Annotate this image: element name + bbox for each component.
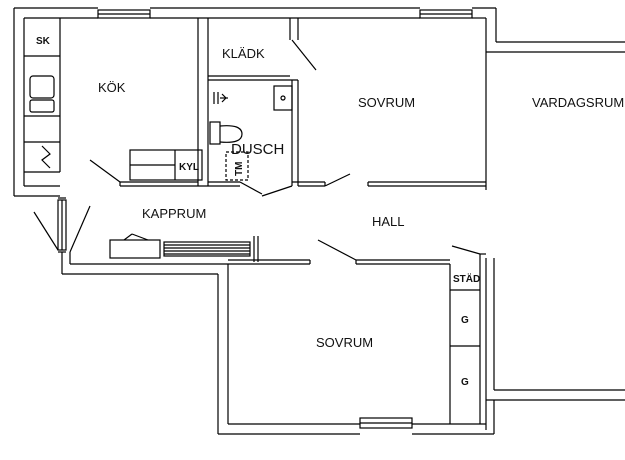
sink-icon [29,75,55,113]
wall-sovrum-upper [292,181,486,187]
window-left [57,197,67,253]
room-label-kok: KÖK [98,80,126,95]
radiator-icon [163,236,259,262]
outer-wall-left-lower [61,252,310,434]
outer-wall-bottom [218,400,495,435]
closet-column [449,264,481,424]
fixture-label-sk: SK [36,36,51,47]
room-label-sovrum-lower: SOVRUM [316,335,373,350]
washbasin-icon [273,85,293,111]
fixture-label-tm: TM [234,162,245,176]
room-label-kladk: KLÄDK [222,46,265,61]
outer-wall-right-upper [485,8,625,190]
room-label-sovrum-upper: SOVRUM [358,95,415,110]
wall-kitchen-right [119,18,209,187]
fixture-label-g1: G [461,315,469,326]
window-top-left [97,9,151,19]
fridge-icon [129,149,203,181]
outer-wall-top [14,7,496,19]
fixture-label-kyl: KYL [179,162,199,173]
room-label-kapprum: KAPPRUM [142,206,206,221]
fixture-label-g2: G [461,377,469,388]
fixture-label-stad: STÄD [453,272,480,285]
toilet-icon [209,121,243,145]
window-bottom [359,417,413,429]
door-swings [33,39,481,261]
room-label-dusch: DUSCH [231,141,284,158]
outer-wall-right-lower [485,258,625,430]
wall-hall-lower [228,253,486,265]
washing-machine-icon [225,151,249,181]
room-label-hall: HALL [372,214,405,229]
outer-wall-left [13,8,60,197]
shelf-icon [109,233,161,259]
shower-fixture-icon [213,92,228,104]
window-top-right [419,9,473,19]
room-label-vardagsrum: VARDAGSRUM [532,95,624,110]
kitchen-counter [24,18,61,173]
stove-icon [41,145,51,169]
wall-kladk [208,18,299,81]
